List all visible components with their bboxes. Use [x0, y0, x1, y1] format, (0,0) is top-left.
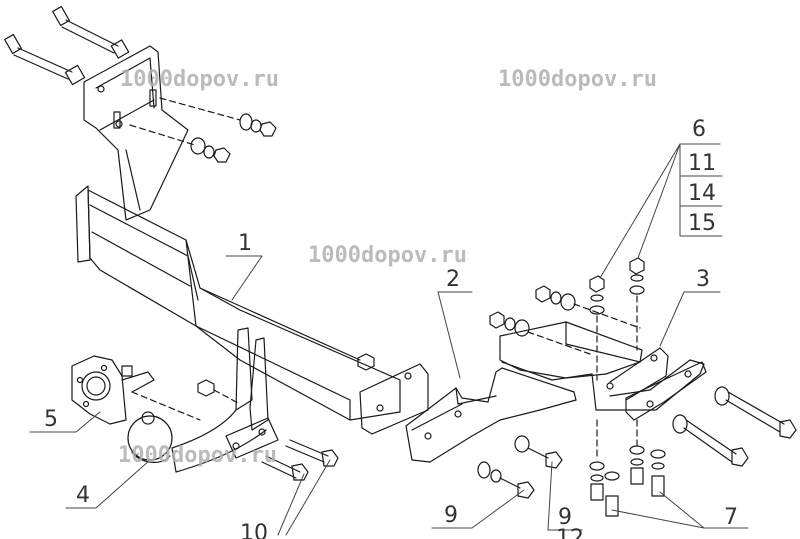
callout-7: 7: [724, 505, 738, 530]
lock-washer: [630, 274, 644, 282]
beam-right-plate: [359, 363, 429, 435]
bolt-upper-left: [52, 5, 130, 59]
nut-ball-mount: [197, 379, 215, 397]
nut-beam: [357, 353, 375, 371]
upper-left-bracket: [83, 45, 189, 221]
right-bracket: [499, 321, 707, 421]
callout-1: 1: [238, 231, 252, 256]
callout-6: 6: [692, 117, 706, 142]
washer: [560, 293, 576, 311]
washer: [239, 113, 253, 131]
washer: [190, 137, 206, 155]
lock-washer: [203, 145, 215, 159]
callout-2: 2: [446, 267, 460, 292]
lock-washer: [550, 291, 562, 305]
lock-washer: [504, 317, 516, 331]
lock-washer: [590, 294, 604, 302]
stud-1: [113, 111, 121, 129]
callout-3: 3: [696, 267, 710, 292]
callout-9a: 9: [444, 503, 458, 528]
fasteners-top-right: [489, 257, 645, 381]
callout-15: 15: [688, 211, 716, 236]
watermark-2: 1000dopov.ru: [498, 67, 657, 92]
nut: [589, 275, 605, 293]
stud-2: [149, 89, 157, 107]
beam-end-plate: [75, 185, 91, 263]
socket-plate: [71, 355, 201, 425]
bolts-9: [477, 435, 563, 499]
washer: [629, 285, 645, 295]
watermark-1: 1000dopov.ru: [120, 67, 279, 92]
washer: [514, 319, 530, 337]
watermark-3: 1000dopov.ru: [308, 243, 467, 268]
callout-4: 4: [76, 483, 90, 508]
callout-14: 14: [688, 181, 716, 206]
bolts-right: [672, 386, 797, 467]
bolt-middle-left: [4, 33, 86, 86]
nut: [535, 285, 551, 303]
bolts-10: [261, 439, 339, 481]
bolts-bottom: [589, 419, 666, 517]
callout-9b: 9: [558, 505, 572, 530]
nut: [489, 311, 505, 329]
leader-lines: [29, 143, 749, 536]
nut: [629, 257, 645, 275]
callout-12: 12: [556, 526, 584, 539]
callout-5: 5: [44, 407, 58, 432]
callout-10: 10: [240, 521, 268, 539]
washer: [589, 305, 605, 315]
nut: [259, 121, 277, 137]
side-bracket: [405, 367, 577, 463]
nut: [213, 147, 231, 163]
fasteners-upper-left: [129, 97, 277, 163]
watermark-4: 1000dopov.ru: [118, 443, 277, 468]
callout-11: 11: [688, 151, 716, 176]
